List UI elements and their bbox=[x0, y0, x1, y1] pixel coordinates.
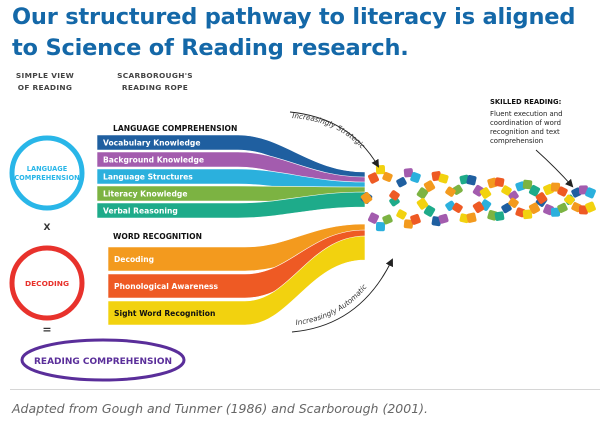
simple-view-header: SIMPLE VIEW OF READING bbox=[10, 70, 80, 94]
caption-divider bbox=[10, 389, 600, 390]
skilled-reading-title: SKILLED READING: bbox=[490, 98, 561, 106]
sight-word-recognition-strand bbox=[107, 235, 366, 326]
strategic-arc bbox=[289, 111, 380, 168]
reading-rope-header: SCARBOROUGH'S READING ROPE bbox=[110, 70, 200, 94]
comprehension-rope-segment bbox=[403, 168, 414, 178]
headline: Our structured pathway to literacy is al… bbox=[12, 2, 602, 64]
skilled-reading-line-3: recognition and text bbox=[490, 128, 560, 136]
literacy-knowledge-strand-label: Literacy Knowledge bbox=[103, 190, 187, 199]
recognition-rope-segment bbox=[578, 205, 589, 215]
recognition-rope-segment bbox=[445, 186, 456, 197]
recognition-rope-segment bbox=[466, 212, 477, 223]
comprehension-rope-segment bbox=[438, 213, 449, 224]
recognition-rope-segment bbox=[557, 186, 568, 197]
comprehension-rope-segment bbox=[508, 190, 519, 201]
recognition-rope-segment bbox=[472, 201, 485, 214]
decoding-circle-label: DECODING bbox=[25, 279, 69, 288]
recognition-rope-segment bbox=[382, 171, 393, 182]
recognition-rope-segment bbox=[403, 219, 414, 229]
comprehension-rope-segment bbox=[423, 205, 436, 217]
sight-word-recognition-strand-label: Sight Word Recognition bbox=[114, 309, 215, 318]
times-sign: X bbox=[44, 223, 51, 233]
recognition-rope-segment bbox=[389, 190, 400, 201]
comprehension-rope-segment bbox=[557, 202, 568, 213]
comprehension-rope-segment bbox=[368, 212, 379, 224]
comprehension-rope-segment bbox=[382, 214, 393, 225]
word-recognition-title: WORD RECOGNITION bbox=[113, 232, 202, 241]
reading-rope-header-line-2: READING ROPE bbox=[121, 83, 189, 92]
language-comprehension-label-line-1: LANGUAGE bbox=[27, 165, 68, 173]
headline-line-2: to Science of Reading research. bbox=[12, 35, 409, 61]
language-comprehension-circle bbox=[9, 135, 85, 211]
recognition-rope-segment bbox=[494, 177, 505, 187]
recognition-rope-segment bbox=[501, 185, 512, 196]
braided-rope bbox=[360, 165, 596, 232]
recognition-rope-segment bbox=[423, 180, 436, 192]
recognition-rope-segment bbox=[585, 201, 596, 213]
decoding-circle bbox=[9, 245, 85, 321]
comprehension-rope-segment bbox=[416, 187, 429, 200]
comprehension-rope-segment bbox=[550, 207, 561, 217]
equals-sign: = bbox=[42, 323, 51, 336]
reading-comprehension-label: READING COMPREHENSION bbox=[34, 357, 172, 367]
verbal-reasoning-strand bbox=[96, 191, 366, 219]
increasingly-automatic-label: Increasingly Automatic bbox=[295, 282, 368, 327]
skilled-reading-arrow bbox=[535, 149, 574, 188]
comprehension-rope-segment bbox=[494, 211, 505, 221]
recognition-rope-segment bbox=[550, 182, 561, 192]
increasingly-automatic-text: Increasingly Automatic bbox=[295, 282, 368, 327]
decoding-strand-label: Decoding bbox=[114, 255, 154, 264]
recognition-rope-segment bbox=[452, 202, 463, 213]
comprehension-rope-segment bbox=[375, 222, 386, 232]
recognition-rope-segment bbox=[410, 213, 421, 225]
skilled-reading-line-1: Fluent execution and bbox=[490, 110, 562, 118]
verbal-reasoning-strand-label: Verbal Reasoning bbox=[103, 207, 178, 216]
automatic-arc bbox=[291, 258, 393, 333]
recognition-rope-segment bbox=[396, 209, 407, 220]
recognition-rope-segment bbox=[508, 197, 519, 208]
comprehension-rope-segment bbox=[501, 202, 512, 214]
reading-comprehension-oval bbox=[20, 338, 186, 382]
increasingly-strategic-label: Increasingly Strategic bbox=[292, 111, 367, 150]
language-structures-strand-label: Language Structures bbox=[103, 173, 193, 182]
language-comprehension-label-line-2: COMPREHENSION bbox=[14, 174, 79, 182]
recognition-rope-segment bbox=[416, 197, 429, 210]
increasingly-strategic-text: Increasingly Strategic bbox=[292, 111, 367, 150]
simple-view-header-line-2: OF READING bbox=[17, 83, 73, 92]
headline-line-1: Our structured pathway to literacy is al… bbox=[12, 4, 576, 30]
comprehension-rope-segment bbox=[487, 209, 498, 221]
comprehension-rope-segment bbox=[585, 187, 596, 199]
background-knowledge-strand-label: Background Knowledge bbox=[103, 156, 204, 165]
language-comprehension-title: LANGUAGE COMPREHENSION bbox=[113, 124, 237, 133]
recognition-rope-segment bbox=[528, 202, 541, 214]
comprehension-rope-segment bbox=[466, 174, 477, 186]
simple-view-header-line-1: SIMPLE VIEW bbox=[15, 71, 75, 80]
reading-rope-header-line-1: SCARBOROUGH'S bbox=[117, 71, 193, 80]
recognition-rope-segment bbox=[360, 192, 373, 204]
recognition-rope-segment bbox=[368, 172, 379, 184]
caption: Adapted from Gough and Tunmer (1986) and… bbox=[12, 401, 428, 416]
recognition-rope-segment bbox=[564, 194, 575, 205]
recognition-rope-segment bbox=[438, 173, 449, 184]
comprehension-rope-segment bbox=[396, 177, 407, 188]
recognition-rope-segment bbox=[487, 177, 498, 189]
recognition-rope-segment bbox=[535, 192, 548, 204]
skilled-reading-line-4: comprehension bbox=[490, 137, 543, 145]
comprehension-rope-segment bbox=[522, 179, 533, 190]
comprehension-rope-segment bbox=[578, 185, 589, 195]
skilled-reading-line-2: coordination of word bbox=[490, 119, 561, 127]
recognition-rope-segment bbox=[375, 165, 386, 175]
vocabulary-knowledge-strand-label: Vocabulary Knowledge bbox=[103, 139, 201, 148]
comprehension-rope-segment bbox=[410, 172, 421, 183]
phonological-awareness-strand-label: Phonological Awareness bbox=[114, 282, 219, 291]
recognition-rope-segment bbox=[522, 209, 533, 220]
comprehension-rope-segment bbox=[528, 185, 541, 197]
recognition-rope-segment bbox=[479, 187, 492, 199]
